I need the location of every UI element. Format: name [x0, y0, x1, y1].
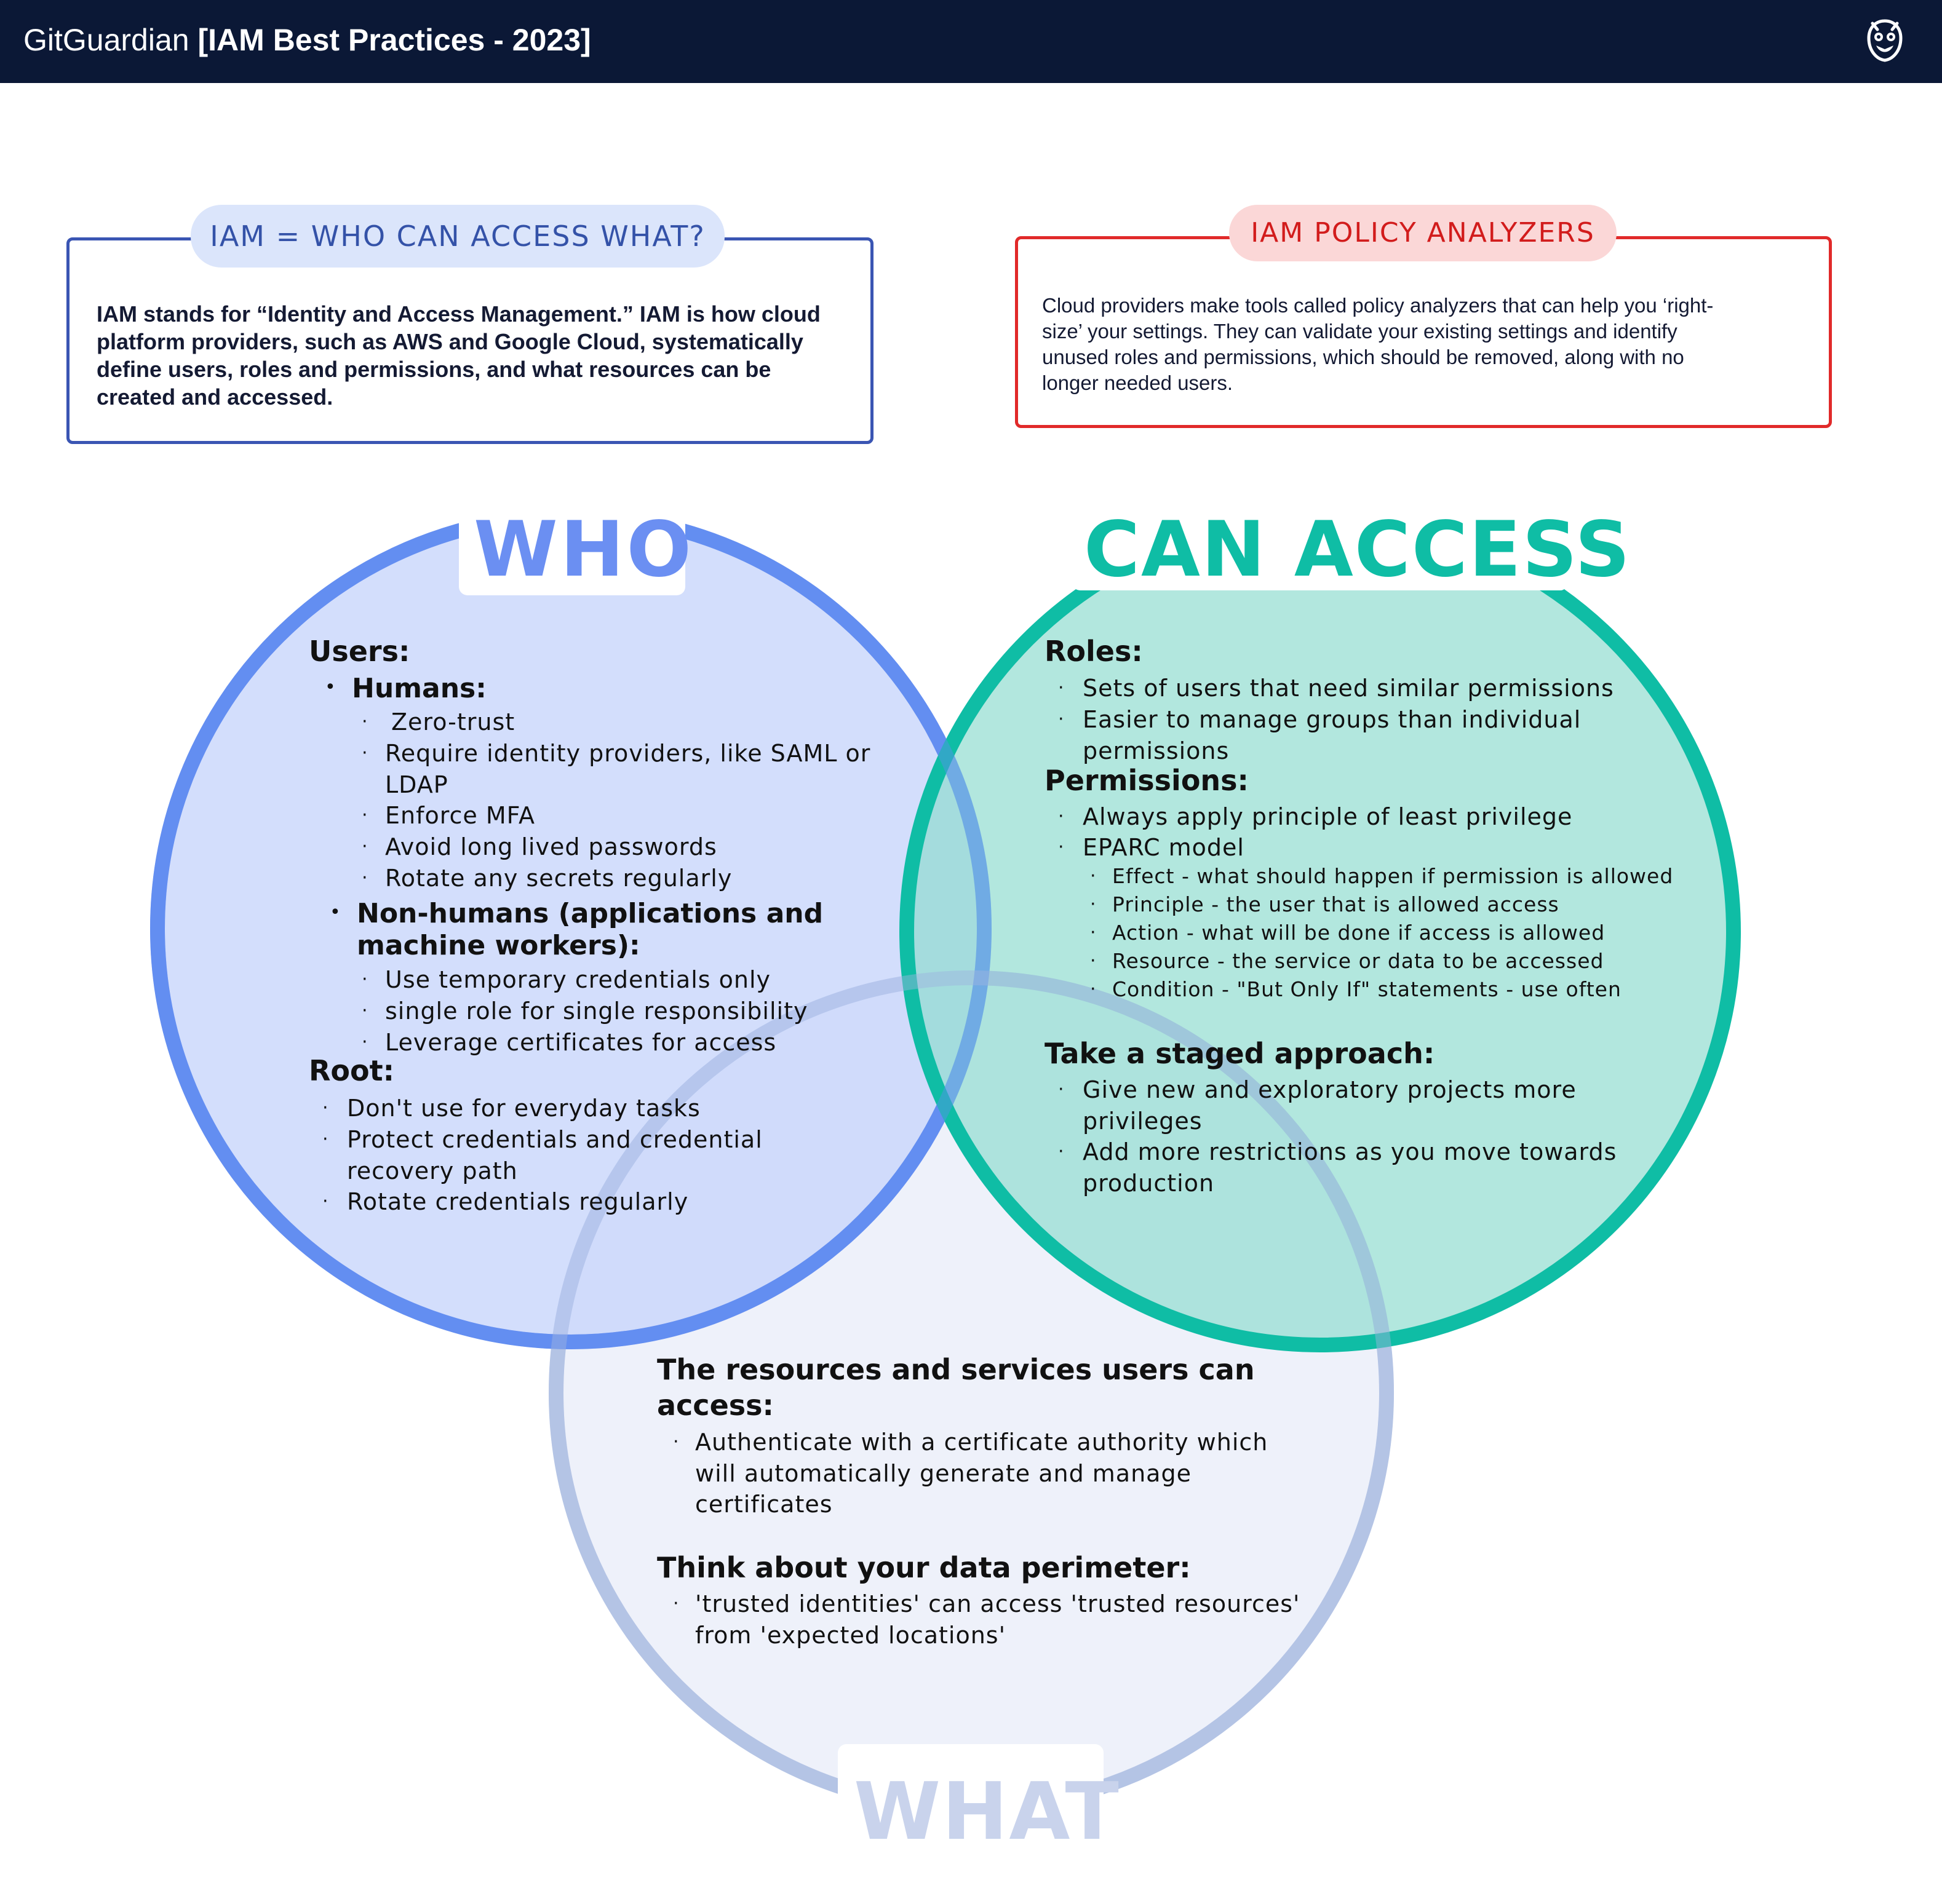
resources-heading: The resources and services users can	[657, 1353, 1255, 1386]
resources-item: Authenticate with a certificate authorit…	[695, 1429, 1268, 1456]
bullet: ·	[322, 1129, 328, 1150]
bullet: ·	[362, 836, 368, 857]
can-access-title-bg	[1072, 497, 1569, 590]
humans-item: Enforce MFA	[385, 802, 536, 829]
bullet: ·	[1058, 677, 1064, 699]
nonhumans-item: Leverage certificates for access	[385, 1029, 777, 1056]
root-item: Don't use for everyday tasks	[347, 1095, 701, 1122]
perimeter-item: from 'expected locations'	[695, 1622, 1006, 1649]
permissions-item: EPARC model	[1083, 834, 1244, 861]
what-title: WHAT	[854, 1766, 1120, 1858]
bullet: ·	[362, 742, 368, 764]
bullet: •	[330, 902, 341, 923]
nonhumans-heading: Non-humans (applications and	[357, 898, 824, 929]
roles-item: permissions	[1083, 737, 1230, 764]
permissions-heading: Permissions:	[1045, 764, 1249, 797]
bullet: ·	[1058, 836, 1064, 858]
analyzer-line: size’ your settings. They can validate y…	[1042, 320, 1677, 343]
bullet: •	[325, 676, 336, 698]
analyzer-pill: IAM POLICY ANALYZERS	[1229, 205, 1617, 261]
humans-item: Rotate any secrets regularly	[385, 865, 733, 892]
bullet: ·	[362, 867, 368, 889]
intro-line: created and accessed.	[97, 384, 333, 410]
bullet: ·	[362, 1031, 368, 1053]
eparc-item: Resource - the service or data to be acc…	[1112, 949, 1604, 973]
root-heading: Root:	[309, 1054, 395, 1087]
can-access-title: CAN ACCESS	[1084, 506, 1631, 594]
resources-item: certificates	[695, 1491, 833, 1518]
owl-logo-icon	[1867, 19, 1903, 62]
nonhumans-item: single role for single responsibility	[385, 998, 808, 1025]
roles-item: Sets of users that need similar permissi…	[1083, 675, 1614, 702]
eparc-item: Effect - what should happen if permissio…	[1112, 864, 1674, 888]
root-item: Protect credentials and credential	[347, 1126, 763, 1153]
intro-line: IAM stands for “Identity and Access Mana…	[97, 301, 821, 327]
nonhumans-item: Use temporary credentials only	[385, 966, 771, 993]
nonhumans-heading: machine workers):	[357, 930, 640, 961]
root-item: recovery path	[347, 1157, 518, 1184]
header-title: GitGuardian [IAM Best Practices - 2023]	[23, 22, 591, 58]
intro-box	[66, 237, 874, 444]
root-item: Rotate credentials regularly	[347, 1188, 689, 1215]
humans-item: Zero-trust	[391, 708, 515, 736]
staged-item: privileges	[1083, 1108, 1203, 1135]
page-title: [IAM Best Practices - 2023]	[197, 23, 591, 57]
perimeter-heading: Think about your data perimeter:	[657, 1551, 1191, 1584]
bullet: ·	[1090, 894, 1096, 915]
roles-item: Easier to manage groups than individual	[1083, 706, 1582, 733]
brand-name: GitGuardian	[23, 23, 189, 57]
header-bar: GitGuardian [IAM Best Practices - 2023]	[0, 0, 1942, 83]
what-title-bg	[838, 1744, 1104, 1867]
bullet: ·	[1090, 978, 1096, 1000]
analyzer-text: Cloud providers make tools called policy…	[1042, 293, 1713, 396]
intro-text: IAM stands for “Identity and Access Mana…	[97, 300, 821, 411]
staged-heading: Take a staged approach:	[1045, 1037, 1435, 1070]
bullet: ·	[362, 711, 368, 732]
bullet: ·	[362, 804, 368, 826]
intro-pill: IAM = WHO CAN ACCESS WHAT?	[191, 205, 725, 268]
bullet: ·	[322, 1191, 328, 1212]
intro-line: define users, roles and permissions, and…	[97, 357, 771, 382]
humans-item: Avoid long lived passwords	[385, 833, 717, 860]
staged-item: Add more restrictions as you move toward…	[1083, 1138, 1617, 1165]
who-title: WHO	[474, 506, 694, 594]
users-heading: Users:	[309, 635, 410, 668]
bullet: ·	[673, 1593, 679, 1614]
staged-item: Give new and exploratory projects more	[1083, 1076, 1577, 1103]
analyzer-line: Cloud providers make tools called policy…	[1042, 294, 1714, 317]
humans-item: LDAP	[385, 771, 448, 798]
analyzer-line: longer needed users.	[1042, 371, 1233, 394]
bullet: ·	[362, 1000, 368, 1021]
bullet: ·	[673, 1431, 679, 1453]
bullet: ·	[1058, 1141, 1064, 1162]
bullet: ·	[1058, 708, 1064, 730]
humans-heading: Humans:	[352, 673, 487, 704]
eparc-item: Action - what will be done if access is …	[1112, 921, 1606, 945]
eparc-item: Condition - "But Only If" statements - u…	[1112, 977, 1622, 1001]
staged-item: production	[1083, 1170, 1215, 1197]
roles-heading: Roles:	[1045, 635, 1143, 668]
permissions-item: Always apply principle of least privileg…	[1083, 803, 1573, 830]
bullet: ·	[322, 1097, 328, 1119]
bullet: ·	[362, 969, 368, 990]
humans-item: Require identity providers, like SAML or	[385, 740, 871, 767]
eparc-item: Principle - the user that is allowed acc…	[1112, 892, 1559, 916]
resources-heading: access:	[657, 1389, 774, 1422]
bullet: ·	[1090, 865, 1096, 887]
analyzer-line: unused roles and permissions, which shou…	[1042, 346, 1684, 368]
who-title-bg	[459, 497, 685, 595]
bullet: ·	[1090, 922, 1096, 943]
perimeter-item: 'trusted identities' can access 'trusted…	[695, 1590, 1300, 1617]
bullet: ·	[1058, 1079, 1064, 1100]
resources-item: will automatically generate and manage	[695, 1460, 1192, 1487]
bullet: ·	[1090, 950, 1096, 972]
bullet: ·	[1058, 806, 1064, 827]
intro-line: platform providers, such as AWS and Goog…	[97, 329, 803, 354]
